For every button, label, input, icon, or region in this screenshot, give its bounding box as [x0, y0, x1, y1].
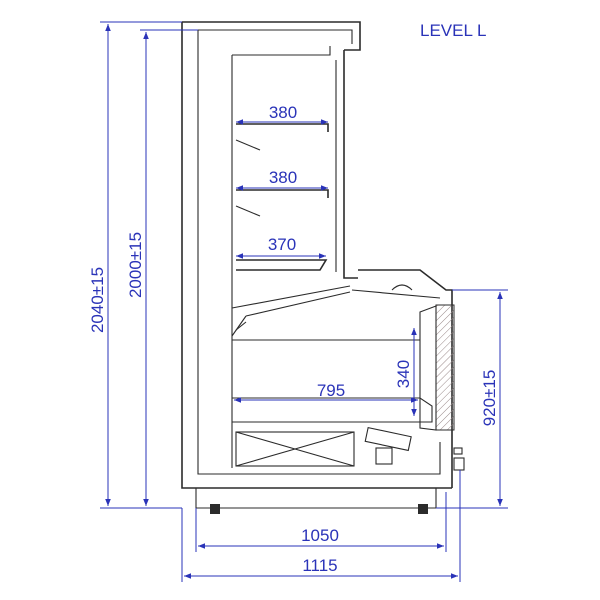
- level-title: LEVEL L: [420, 21, 486, 40]
- cabinet-inner-top: [198, 29, 353, 44]
- front-upright: [343, 50, 358, 279]
- machinery-box-cross: [235, 431, 355, 467]
- counter-glass: [351, 289, 441, 299]
- label-depth-total: 1115: [302, 556, 337, 575]
- knob-lower: [453, 447, 463, 455]
- cabinet-inner-wall: [197, 30, 441, 475]
- label-base-depth: 795: [317, 381, 345, 400]
- compressor-unit: [364, 426, 412, 452]
- canopy-line: [232, 46, 331, 56]
- dimension-labels: LEVEL L 2040±15 2000±15 380 380 370 795 …: [88, 21, 499, 575]
- cabinet-top: [182, 21, 361, 51]
- lower-canopy-edge-2: [235, 321, 247, 331]
- lower-canopy-2: [245, 291, 351, 317]
- knob-upper: [453, 457, 465, 471]
- shelf-1-bracket: [235, 139, 261, 151]
- label-total-height: 2040±15: [88, 267, 107, 333]
- label-shelf-3: 370: [268, 235, 296, 254]
- cabinet-back-wall: [181, 22, 452, 489]
- cabinet-outline: [181, 21, 465, 514]
- label-inner-height: 2000±15: [126, 232, 145, 298]
- shelf-2-bracket: [235, 205, 261, 217]
- front-glass-hatch: [435, 304, 455, 431]
- shelf-2: [236, 189, 329, 198]
- label-base-height: 340: [394, 360, 413, 388]
- shelf-1: [236, 123, 329, 132]
- foot-left: [210, 504, 220, 514]
- label-shelf-2: 380: [269, 168, 297, 187]
- label-depth-inner: 1050: [301, 526, 339, 545]
- lower-canopy: [231, 285, 351, 309]
- compressor-body: [375, 447, 393, 465]
- counter-lamp: [391, 284, 413, 291]
- lower-canopy-edge: [231, 315, 247, 337]
- label-front-height: 920±15: [480, 370, 499, 427]
- label-shelf-1: 380: [269, 103, 297, 122]
- plinth: [195, 488, 437, 509]
- foot-right: [418, 504, 428, 514]
- machinery-box: [235, 431, 355, 467]
- front-glass-frame: [419, 305, 437, 431]
- well-deck: [232, 397, 433, 423]
- dimension-lines: [100, 21, 508, 582]
- shelf-3: [236, 259, 328, 271]
